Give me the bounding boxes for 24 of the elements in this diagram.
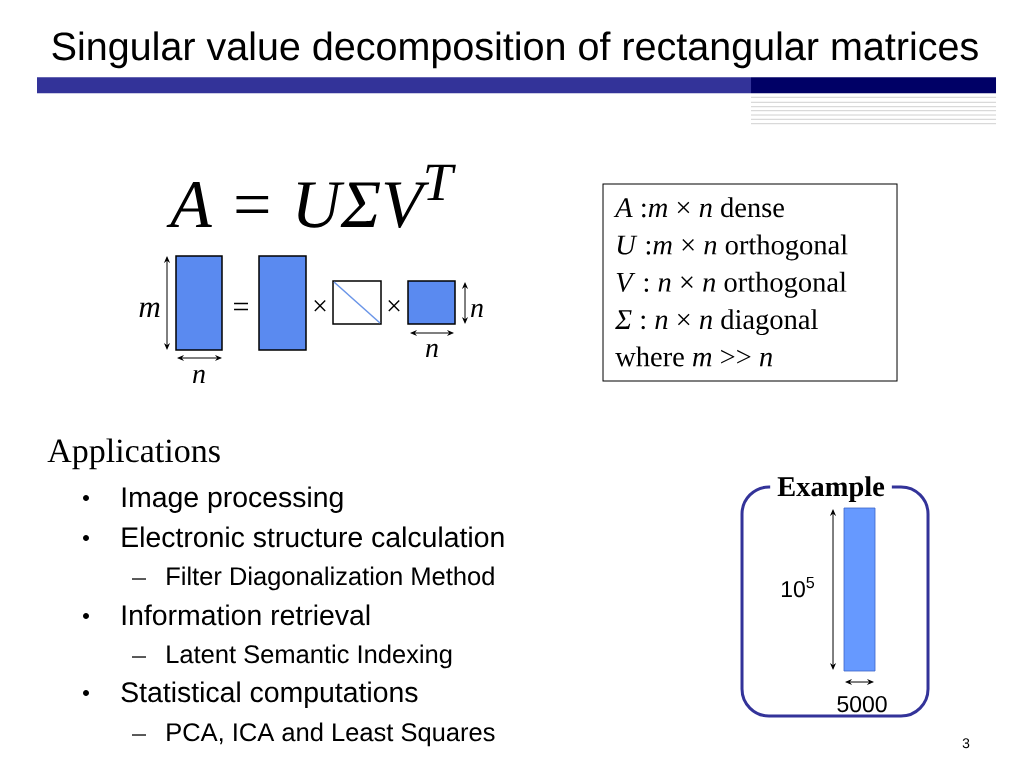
bullet-text: Electronic structure calculation (122, 526, 504, 548)
equals-sign: = (234, 302, 248, 311)
bullet-text: Image processing (122, 486, 343, 513)
matrix-bar (843, 507, 876, 672)
dimension-label: 10$^{5}$ (781, 576, 815, 598)
definition-box: A :m × n dense U :m × n orthogonal V : n × n orthogonal Σ : n × n diagonal where m >> n (602, 183, 898, 382)
sub-bullet-text: Latent Semantic Indexing (167, 644, 452, 669)
matrix-rectangle (258, 255, 307, 351)
bullet-text: Statistical computations (121, 681, 418, 708)
slide-title: Singular value decomposition of rectangular matrices (52, 31, 978, 69)
matrix-square (407, 280, 456, 325)
equation: A = UΣV$^{T}$ (166, 164, 456, 229)
dimension-label: n (193, 369, 205, 383)
dimension-label: n (426, 343, 438, 357)
bullet-text: Information retrieval (122, 604, 370, 626)
page-number: 3 (962, 738, 970, 749)
times-sign: × (388, 300, 400, 312)
times-sign: × (314, 300, 326, 312)
sub-bullet-text: Filter Diagonalization Method (167, 566, 494, 591)
dimension-label: 5000 (837, 695, 887, 713)
matrix-rectangle (175, 255, 223, 351)
diagonal-matrix (332, 280, 382, 325)
section-heading: Applications (47, 438, 220, 470)
sub-bullet-text: PCA, ICA and Least Squares (167, 722, 495, 747)
